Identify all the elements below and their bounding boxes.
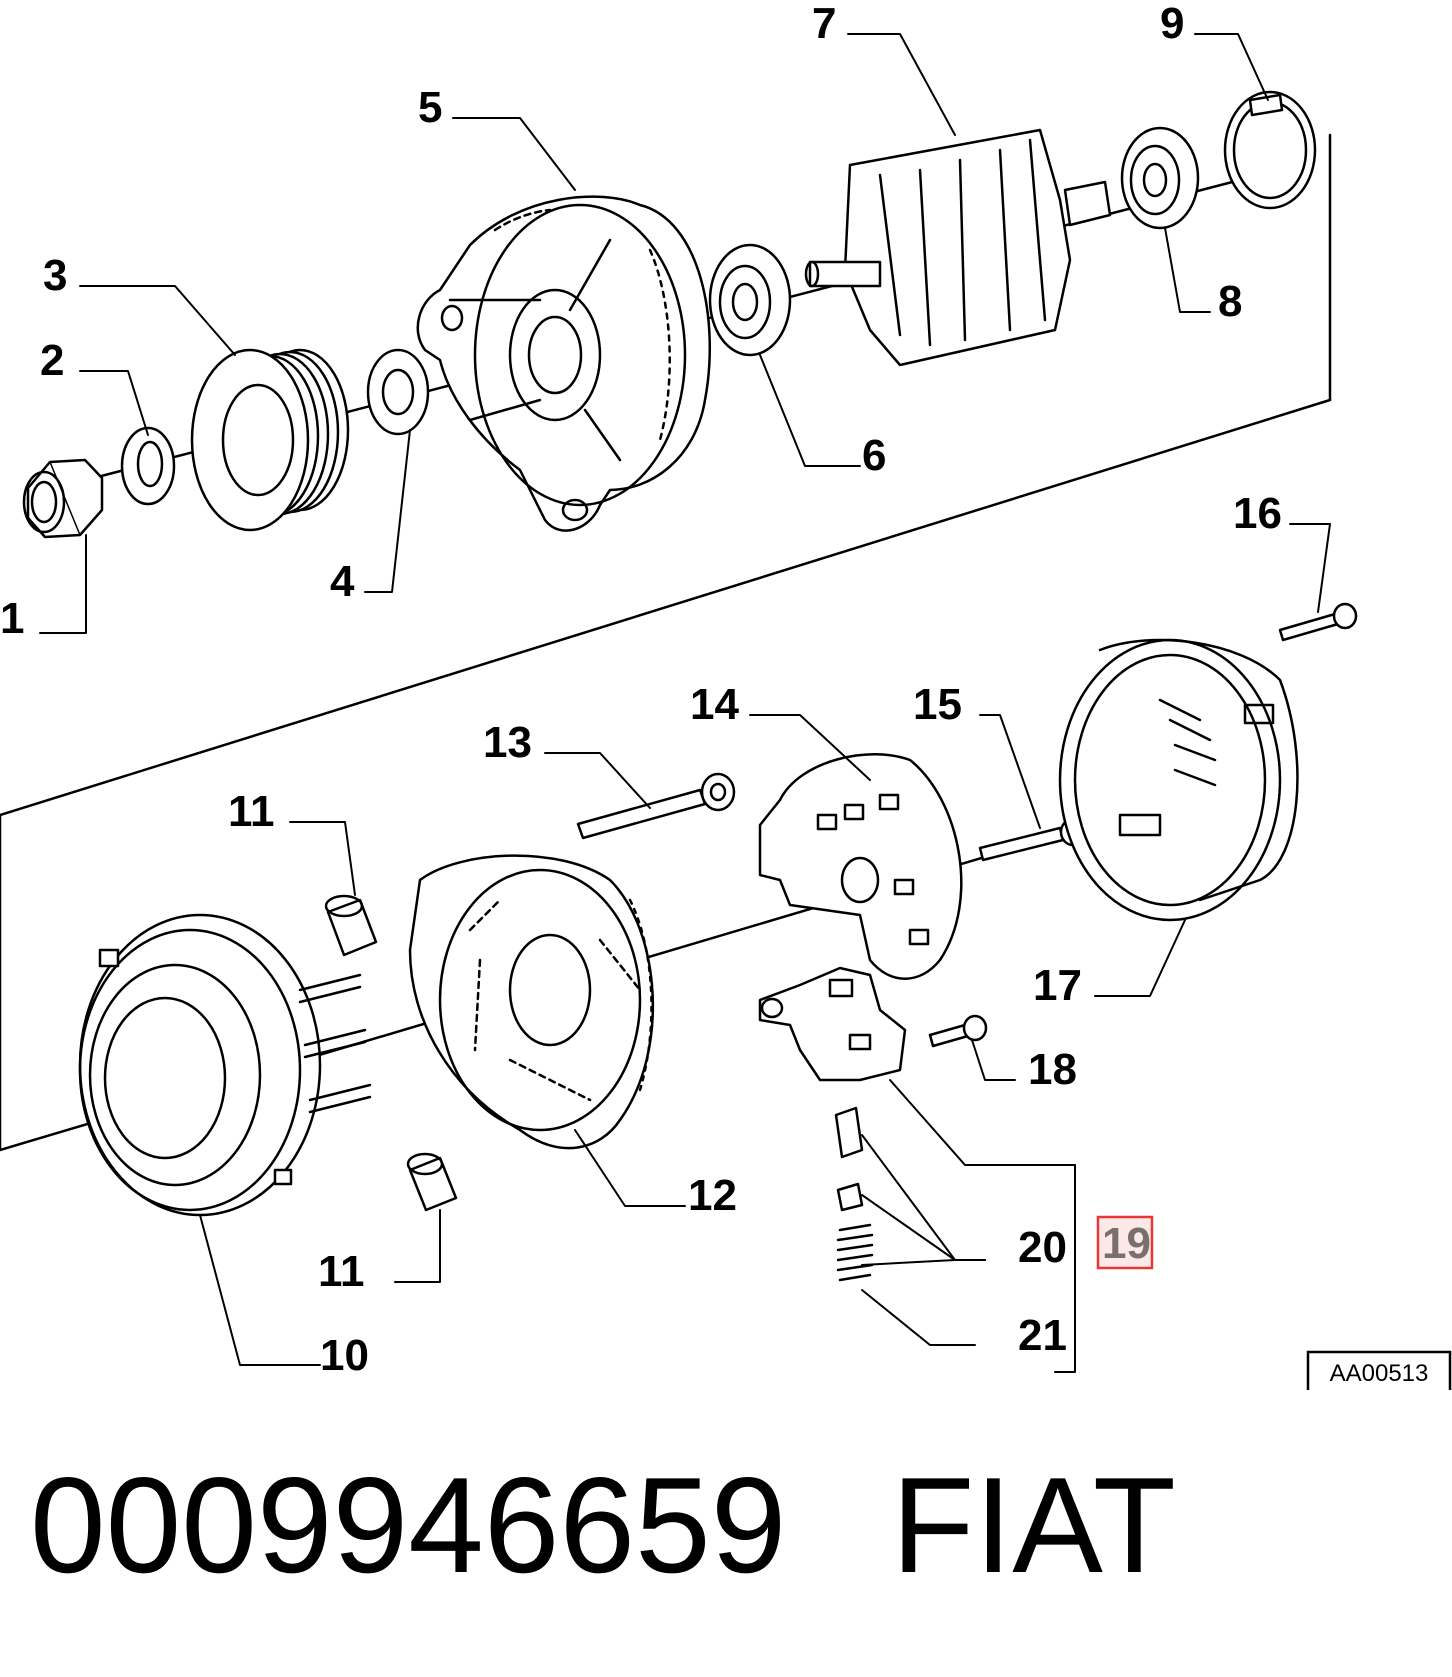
part-8-rear-bearing: [1120, 126, 1200, 230]
callout-11-upper[interactable]: 11: [228, 787, 275, 836]
callout-12[interactable]: 12: [688, 1171, 737, 1220]
part-9-retaining-ring: [1223, 90, 1317, 210]
part-number: 0009946659: [30, 1449, 787, 1601]
callout-3[interactable]: 3: [43, 251, 67, 300]
callout-11-lower[interactable]: 11: [318, 1247, 365, 1296]
part-10-stator: [78, 913, 372, 1217]
part-4-spacer: [366, 348, 430, 436]
callout-19-highlight[interactable]: 19: [1096, 1215, 1154, 1270]
callout-14[interactable]: 14: [690, 680, 739, 729]
callout-5[interactable]: 5: [418, 83, 442, 132]
reference-code: AA00513: [1330, 1360, 1429, 1387]
callout-7[interactable]: 7: [812, 0, 836, 48]
callout-15[interactable]: 15: [913, 680, 962, 729]
part-3-pulley: [190, 348, 350, 532]
callout-9[interactable]: 9: [1160, 0, 1184, 48]
brand-name: FIAT: [891, 1449, 1176, 1601]
part-7-rotor: [804, 128, 1112, 367]
callout-18[interactable]: 18: [1028, 1045, 1077, 1094]
leader-lines: [39, 33, 1331, 1373]
part-2-washer: [120, 426, 176, 506]
part-20-brush: [834, 1106, 864, 1212]
part-1-nut: [22, 458, 104, 539]
part-5-front-housing: [416, 195, 711, 532]
part-6-front-bearing: [708, 243, 792, 357]
callout-8[interactable]: 8: [1218, 277, 1242, 326]
part-18-screw: [928, 1014, 988, 1048]
callout-1[interactable]: 1: [0, 594, 24, 643]
reference-code-box: AA00513: [1306, 1350, 1452, 1390]
part-17-rear-cover: [1058, 638, 1299, 922]
callout-2[interactable]: 2: [40, 336, 64, 385]
part-11-bushing-lower: [406, 1152, 458, 1212]
callout-17[interactable]: 17: [1033, 961, 1082, 1010]
callout-21[interactable]: 21: [1018, 1311, 1067, 1360]
part-footer: 0009946659 FIAT: [30, 1450, 1430, 1600]
part-21-spring: [836, 1223, 874, 1282]
callout-19[interactable]: 19: [1102, 1219, 1151, 1268]
callout-10[interactable]: 10: [320, 1331, 369, 1380]
part-11-bushing-upper: [324, 894, 378, 957]
callout-13[interactable]: 13: [483, 718, 532, 767]
callout-16[interactable]: 16: [1233, 489, 1282, 538]
part-12-rear-housing: [408, 854, 655, 1150]
part-13-long-bolt: [576, 772, 736, 840]
part-19-brush-holder: [758, 966, 907, 1082]
callout-6[interactable]: 6: [862, 431, 886, 480]
exploded-parts-diagram: 1 2 3 4 5 6 7 8 9 10 11 11 12 13 14 15 1…: [0, 0, 1452, 1390]
callout-20[interactable]: 20: [1018, 1223, 1067, 1272]
part-14-rectifier: [758, 753, 963, 980]
part-16-screw: [1278, 602, 1358, 642]
callout-4[interactable]: 4: [330, 557, 355, 606]
